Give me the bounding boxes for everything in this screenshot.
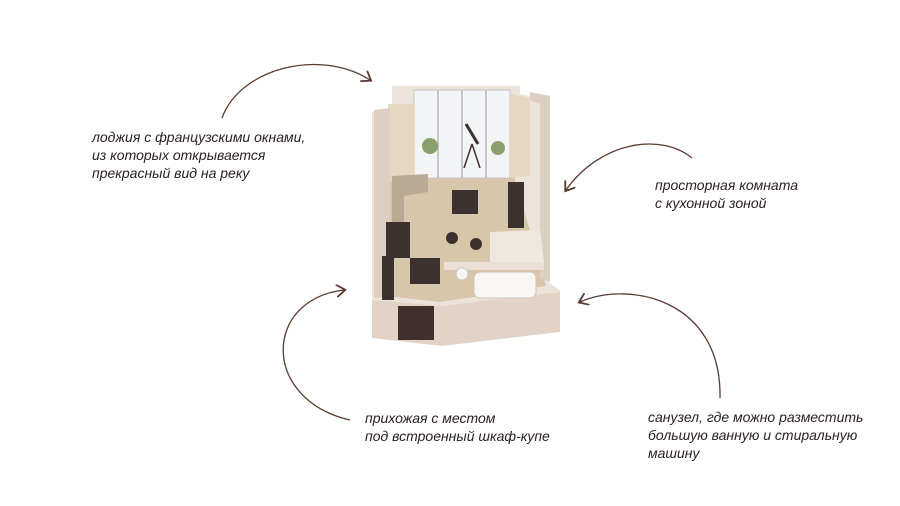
callout-line: под встроенный шкаф-купе [365,428,550,444]
callout-line: прекрасный вид на реку [92,165,250,181]
callout-loggia: лоджия с французскими окнами, из которых… [92,128,305,182]
arrow-loggia [221,63,370,119]
loggia-left-wall [388,104,414,182]
right-wall [530,92,550,282]
plant-left [422,138,438,154]
sink [455,267,469,281]
bathtub [473,271,537,299]
hall-cabinet [410,258,440,284]
callout-line: с кухонной зоной [655,195,767,211]
callout-line: из которых открывается [92,147,266,163]
arrow-bathroom [580,294,721,399]
kitchen-counter [490,230,544,264]
sofa [392,174,428,224]
callout-bathroom: санузел, где можно разместить большую ва… [648,408,863,462]
arrow-room [566,143,693,190]
callout-hallway: прихожая с местом под встроенный шкаф-ку… [365,409,550,445]
plant-right [491,141,505,155]
callout-line: просторная комната [655,177,798,193]
callout-line: прихожая с местом [365,410,496,426]
callout-line: большую ванную и стиральную [648,427,858,443]
tv-unit [508,182,524,228]
callout-line: санузел, где можно разместить [648,409,864,425]
loggia-right-wall [510,94,530,178]
callout-room: просторная комната с кухонной зоной [655,176,798,212]
entrance-door [398,306,434,340]
hall-left-wall [382,256,394,300]
coffee-table [452,190,478,214]
callout-line: лоджия с французскими окнами, [92,129,306,145]
callout-line: машину [648,445,700,461]
arrow-hallway [282,290,351,421]
bathroom-wall [444,262,544,270]
wardrobe [386,222,410,258]
